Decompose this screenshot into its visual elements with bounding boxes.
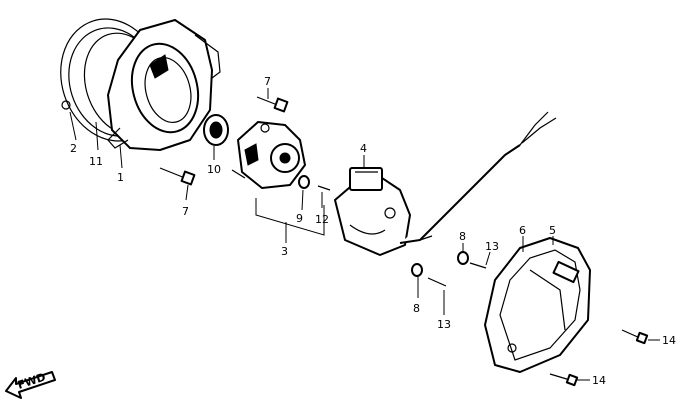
washer [298, 175, 310, 189]
side-cover [484, 237, 591, 373]
callout-7-lower: 7 [182, 205, 189, 218]
callout-12: 12 [315, 213, 329, 226]
nut-upper [457, 251, 469, 265]
nut-lower [411, 263, 423, 277]
callout-4: 4 [360, 142, 367, 155]
callout-14-lower: 14 [592, 374, 606, 387]
callout-3: 3 [281, 245, 288, 258]
callout-7-upper: 7 [264, 75, 271, 88]
stator-housing [107, 19, 221, 151]
callout-1: 1 [117, 171, 124, 184]
bolt-14-lower [549, 373, 579, 387]
callout-14-upper: 14 [662, 334, 676, 347]
bolt-13-lower [427, 277, 447, 287]
callout-11: 11 [89, 155, 103, 168]
bolt-14-upper [621, 329, 649, 345]
callout-9: 9 [296, 212, 303, 225]
fwd-arrow-icon [5, 371, 56, 399]
callout-6: 6 [519, 224, 526, 237]
leader-lines [69, 88, 660, 381]
oil-seal [203, 114, 229, 146]
callout-13-lower: 13 [437, 318, 451, 331]
pulser-coil [334, 167, 411, 256]
bolt-12 [317, 185, 331, 191]
callout-2: 2 [70, 142, 77, 155]
callout-8-lower: 8 [413, 302, 420, 315]
callout-5: 5 [549, 224, 556, 237]
bolt-13-upper [469, 262, 487, 269]
callout-10: 10 [207, 163, 221, 176]
pump-assembly [231, 121, 306, 189]
wire-harness [399, 111, 557, 244]
callout-8-upper: 8 [459, 230, 466, 243]
bolt-lower [159, 167, 196, 186]
forward-direction-indicator: FWD [5, 371, 56, 399]
bolt-upper [256, 96, 289, 113]
callout-13-upper: 13 [485, 240, 499, 253]
